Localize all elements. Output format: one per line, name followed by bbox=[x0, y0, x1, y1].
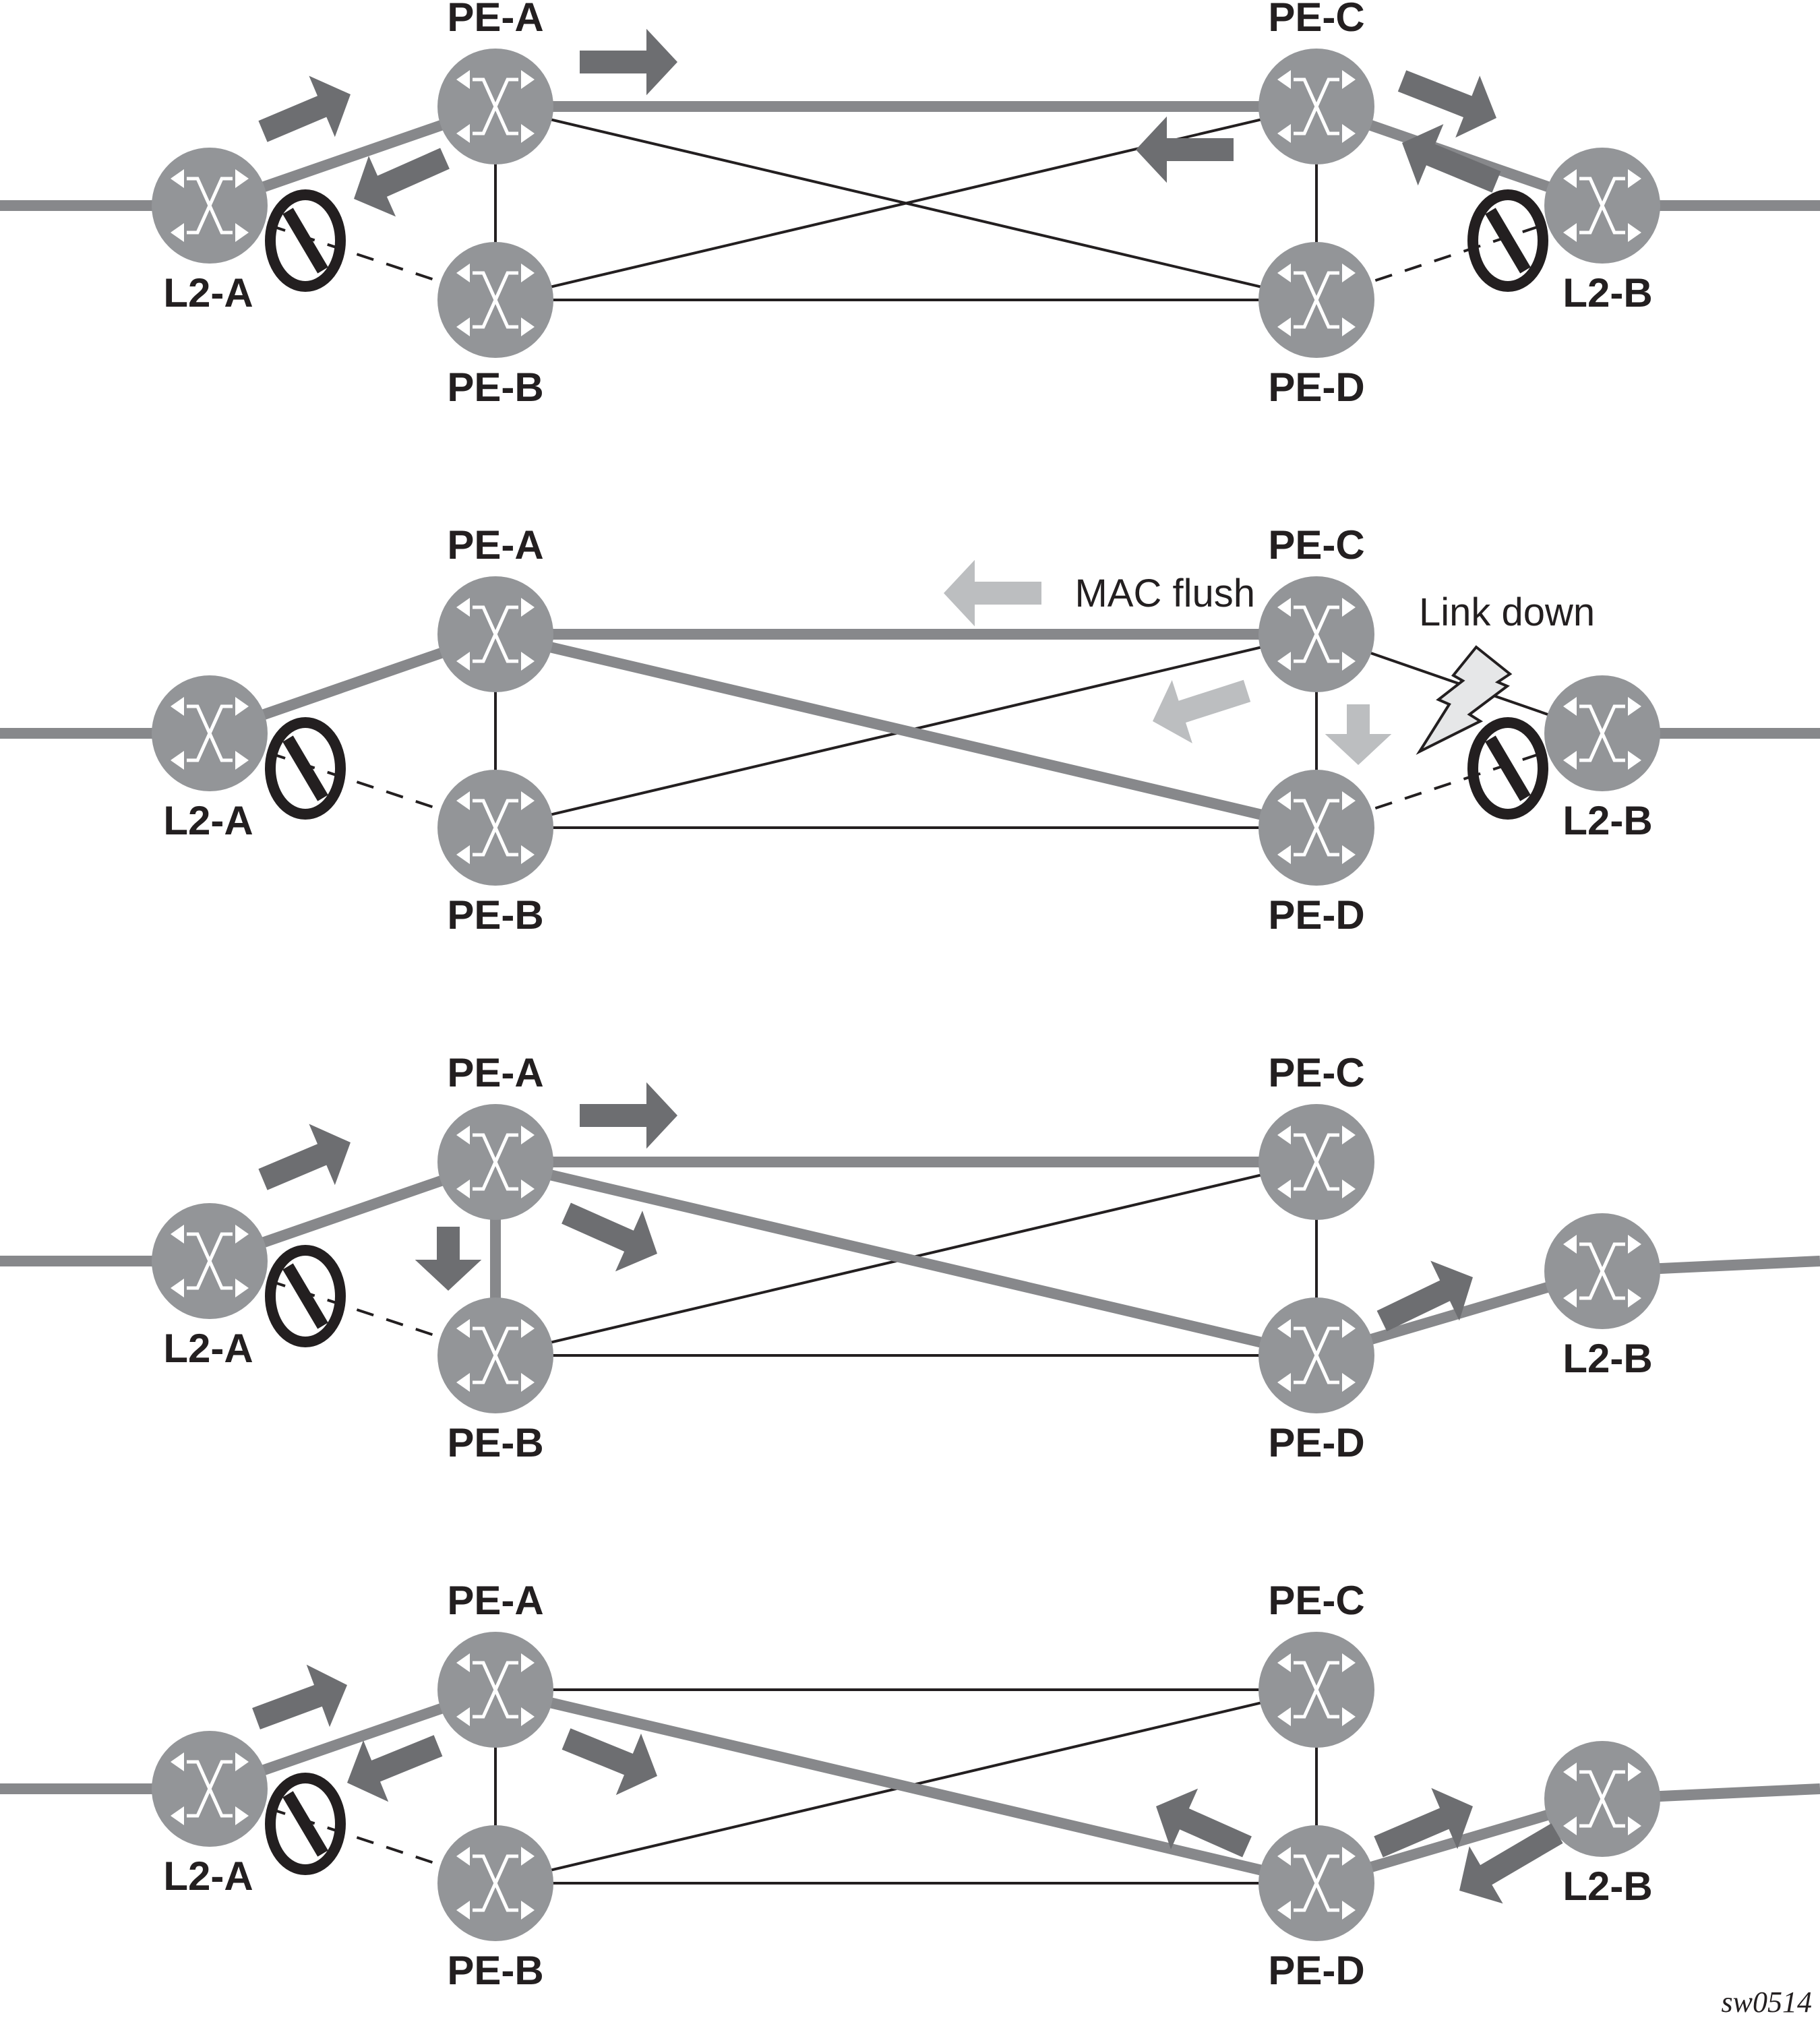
node-label: PE-D bbox=[1268, 365, 1364, 410]
node-label: L2-B bbox=[1563, 798, 1652, 843]
node-label: L2-B bbox=[1563, 270, 1652, 315]
panel-1: L2-A PE-A PE-B PE-C PE-D L2-B bbox=[0, 0, 1820, 410]
node-l2-a[interactable]: L2-A bbox=[152, 148, 268, 315]
blocked-icon bbox=[1467, 189, 1548, 292]
traffic-arrow-icon bbox=[252, 1664, 347, 1730]
node-pe-c[interactable]: PE-C bbox=[1258, 1050, 1374, 1220]
node-pe-d[interactable]: PE-D bbox=[1258, 770, 1374, 938]
traffic-arrow-icon bbox=[354, 148, 450, 217]
node-label: PE-C bbox=[1268, 522, 1364, 568]
node-label: PE-A bbox=[447, 1050, 543, 1095]
node-pe-b[interactable]: PE-B bbox=[437, 1297, 553, 1465]
node-label: PE-A bbox=[447, 0, 543, 40]
node-l2-b[interactable]: L2-B bbox=[1544, 1741, 1660, 1909]
node-label: PE-B bbox=[447, 892, 543, 938]
figure-id: sw0514 bbox=[1722, 1986, 1812, 2019]
node-label: PE-D bbox=[1268, 1948, 1364, 1993]
panel-3: L2-A PE-A PE-B PE-C PE-D L2-B bbox=[0, 1050, 1820, 1465]
blocked-icon bbox=[1467, 717, 1548, 820]
node-pe-b[interactable]: PE-B bbox=[437, 1825, 553, 1993]
blocked-icon bbox=[265, 717, 346, 820]
node-l2-b[interactable]: L2-B bbox=[1544, 148, 1660, 315]
mac-flush-arrow-icon bbox=[1153, 679, 1251, 743]
node-label: PE-D bbox=[1268, 892, 1364, 938]
node-l2-a[interactable]: L2-A bbox=[152, 1203, 268, 1371]
node-label: PE-A bbox=[447, 522, 543, 568]
node-label: L2-A bbox=[163, 1326, 253, 1371]
traffic-arrow-icon bbox=[1156, 1788, 1252, 1858]
node-label: PE-C bbox=[1268, 1578, 1364, 1623]
node-pe-c[interactable]: PE-C bbox=[1258, 0, 1374, 164]
node-pe-a[interactable]: PE-A bbox=[437, 522, 553, 692]
traffic-arrow-icon bbox=[1376, 1260, 1473, 1332]
panel-4: L2-A PE-A PE-B PE-C PE-D L2-B bbox=[0, 1578, 1820, 1993]
link-down-label: Link down bbox=[1419, 590, 1595, 634]
mac-flush-arrow-icon bbox=[1325, 704, 1392, 765]
node-label: L2-B bbox=[1563, 1864, 1652, 1909]
mac-flush-arrow-icon bbox=[944, 559, 1041, 627]
node-pe-d[interactable]: PE-D bbox=[1258, 242, 1374, 410]
traffic-arrow-icon bbox=[258, 75, 351, 142]
active-link-pe-a-pe-d bbox=[494, 1157, 1318, 1361]
panel-2: L2-A PE-A PE-B PE-C PE-D L2-B MAC flush Link do… bbox=[0, 522, 1820, 938]
blocked-icon bbox=[265, 189, 346, 292]
node-pe-d[interactable]: PE-D bbox=[1258, 1297, 1374, 1465]
node-label: PE-C bbox=[1268, 0, 1364, 40]
node-l2-b[interactable]: L2-B bbox=[1544, 675, 1660, 843]
traffic-arrow-icon bbox=[347, 1735, 443, 1802]
mac-flush-label: MAC flush bbox=[1074, 572, 1255, 615]
blocked-icon bbox=[265, 1773, 346, 1875]
traffic-arrow-icon bbox=[415, 1227, 482, 1291]
node-label: L2-A bbox=[163, 798, 253, 843]
traffic-arrow-icon bbox=[1136, 116, 1234, 183]
node-label: L2-A bbox=[163, 270, 253, 315]
node-pe-b[interactable]: PE-B bbox=[437, 770, 553, 938]
traffic-arrow-icon bbox=[1402, 124, 1501, 193]
blocked-icon bbox=[265, 1245, 346, 1347]
node-pe-c[interactable]: PE-C bbox=[1258, 522, 1374, 692]
node-pe-b[interactable]: PE-B bbox=[437, 242, 553, 410]
node-pe-d[interactable]: PE-D bbox=[1258, 1825, 1374, 1993]
node-pe-a[interactable]: PE-A bbox=[437, 1578, 553, 1748]
node-pe-c[interactable]: PE-C bbox=[1258, 1578, 1374, 1748]
traffic-arrow-icon bbox=[562, 1728, 657, 1796]
traffic-arrow-icon bbox=[1397, 70, 1496, 138]
active-link-pe-a-pe-d bbox=[494, 1684, 1318, 1889]
node-l2-a[interactable]: L2-A bbox=[152, 1731, 268, 1899]
node-pe-a[interactable]: PE-A bbox=[437, 1050, 553, 1220]
node-label: PE-D bbox=[1268, 1420, 1364, 1465]
node-label: PE-B bbox=[447, 1420, 543, 1465]
node-label: L2-B bbox=[1563, 1336, 1652, 1381]
node-l2-b[interactable]: L2-B bbox=[1544, 1213, 1660, 1381]
active-link-pe-a-pe-d bbox=[494, 629, 1318, 833]
traffic-arrow-icon bbox=[258, 1124, 351, 1190]
node-label: PE-A bbox=[447, 1578, 543, 1623]
traffic-arrow-icon bbox=[580, 28, 677, 96]
node-label: L2-A bbox=[163, 1854, 253, 1899]
traffic-arrow-icon bbox=[1374, 1787, 1473, 1858]
traffic-arrow-icon bbox=[580, 1082, 677, 1149]
node-label: PE-B bbox=[447, 365, 543, 410]
node-label: PE-C bbox=[1268, 1050, 1364, 1095]
traffic-arrow-icon bbox=[562, 1202, 657, 1272]
traffic-arrow-icon bbox=[1459, 1823, 1563, 1904]
lightning-bolt-icon bbox=[1416, 645, 1513, 755]
node-l2-a[interactable]: L2-A bbox=[152, 675, 268, 843]
node-label: PE-B bbox=[447, 1948, 543, 1993]
node-pe-a[interactable]: PE-A bbox=[437, 0, 553, 164]
